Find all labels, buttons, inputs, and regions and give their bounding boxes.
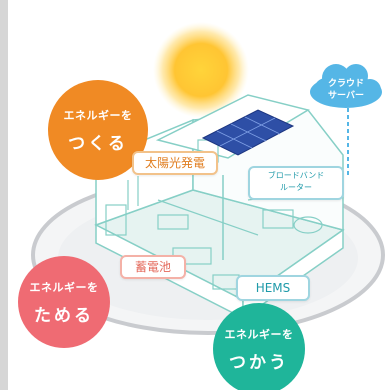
solar-panel-icon [201, 109, 295, 156]
cloud-label: クラウド サーバー [313, 78, 379, 102]
store-energy-big-text: ためる [34, 305, 94, 326]
battery-label: 蓄電池 [120, 255, 186, 279]
cloud-label-line1: クラウド [327, 79, 364, 89]
create-energy-bubble: エネルギーを つくる [48, 80, 148, 180]
use-energy-big-text: つかう [229, 352, 289, 373]
hems-label: HEMS [236, 275, 310, 301]
diagram-frame: エネルギーを つくる エネルギーを ためる エネルギーを つかう 太陽光発電 蓄… [8, 0, 385, 390]
router-label-line2: ルーター [280, 183, 312, 192]
hems-label-text: HEMS [255, 281, 291, 295]
store-energy-bubble: エネルギーを ためる [18, 256, 110, 348]
cloud-icon [310, 64, 382, 108]
cloud-label-line2: サーバー [328, 91, 364, 101]
store-energy-small-text: エネルギーを [29, 280, 99, 294]
use-energy-bubble: エネルギーを つかう [213, 303, 305, 390]
router-label-line1: ブロードバンド [267, 171, 325, 180]
router-label: ブロードバンド ルーター [248, 166, 344, 200]
solar-label: 太陽光発電 [132, 151, 218, 175]
create-energy-small-text: エネルギーを [63, 108, 133, 122]
sun-icon [153, 22, 249, 118]
use-energy-small-text: エネルギーを [224, 327, 294, 341]
create-energy-big-text: つくる [68, 133, 128, 154]
